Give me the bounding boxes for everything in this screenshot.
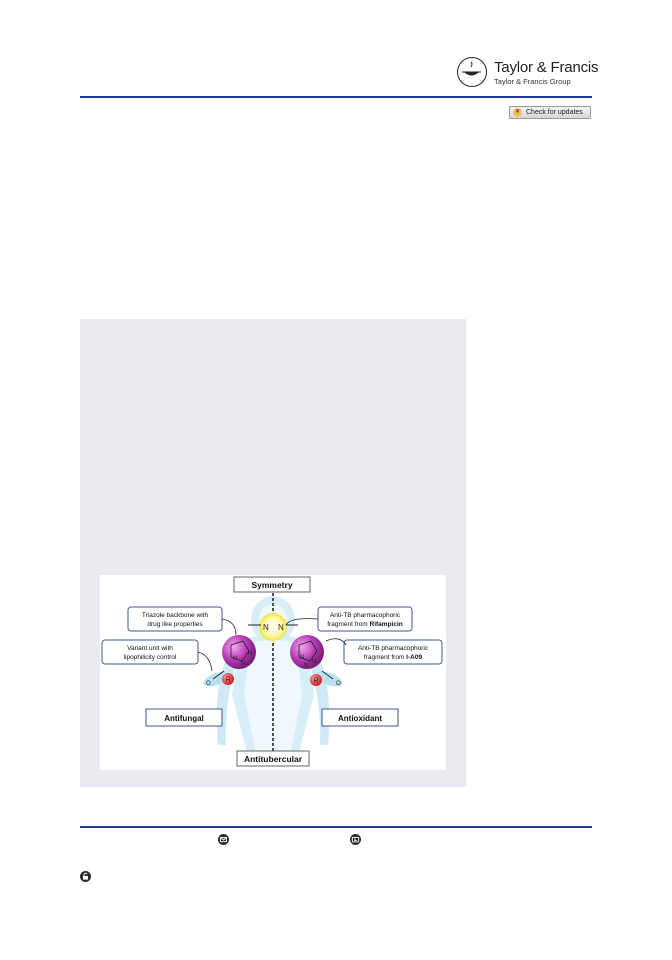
antitubercular-label: Antitubercular [244,754,303,764]
svg-text:N: N [233,656,237,662]
check-for-updates-button[interactable]: Check for updates [509,106,591,119]
svg-text:O: O [206,681,211,687]
svg-text:N: N [248,651,252,657]
central-n-left: N [263,623,269,632]
svg-text:R: R [226,677,231,684]
graphical-abstract: N N N N N N N N O R O R Symmetry Antitub… [100,575,446,770]
footer-divider [80,826,592,828]
svg-text:Variant unit with: Variant unit with [127,645,173,652]
svg-text:Anti-TB pharmacophoric: Anti-TB pharmacophoric [330,612,401,619]
right-triazole-sphere [290,635,324,669]
open-lock-icon [80,871,91,882]
svg-text:drug like properties: drug like properties [147,621,203,628]
antioxidant-label: Antioxidant [338,714,382,723]
right-r-sphere [310,674,322,686]
svg-text:N: N [304,663,308,669]
publisher-group: Taylor & Francis Group [494,77,571,86]
publisher-lamp-icon [457,57,487,87]
svg-text:fragment from I-A09: fragment from I-A09 [364,654,423,661]
svg-text:N: N [241,661,245,667]
svg-text:R: R [314,678,319,685]
callout-ia09-box [343,639,443,665]
publisher-name: Taylor & Francis [494,59,599,76]
left-r-sphere [222,673,234,685]
central-hydrazine-glow [259,613,287,641]
antifungal-label: Antifungal [164,714,204,723]
id-card-icon[interactable] [350,834,361,845]
svg-text:N: N [312,659,316,665]
svg-text:O: O [336,681,341,687]
publisher-logo: Taylor & Francis Taylor & Francis Group [457,57,599,91]
svg-text:Triazole backbone with: Triazole backbone with [142,612,209,619]
left-triazole-sphere [222,635,256,669]
svg-text:Anti-TB pharmacophoric: Anti-TB pharmacophoric [358,645,429,652]
antioxidant-box [321,708,399,727]
antifungal-box [145,708,223,727]
symmetry-label: Symmetry [251,580,292,590]
envelope-icon[interactable] [218,834,229,845]
check-for-updates-label: Check for updates [526,109,583,116]
antitubercular-box [236,750,310,767]
symmetry-box [233,576,311,593]
svg-text:lipophilicity control: lipophilicity control [124,654,177,661]
right-variant-capsule [315,671,343,687]
svg-text:N: N [300,655,304,661]
central-n-right: N [278,623,284,632]
header-divider [80,96,592,98]
svg-text:fragment from Rifampicin: fragment from Rifampicin [327,621,403,628]
crossmark-icon [513,108,522,117]
